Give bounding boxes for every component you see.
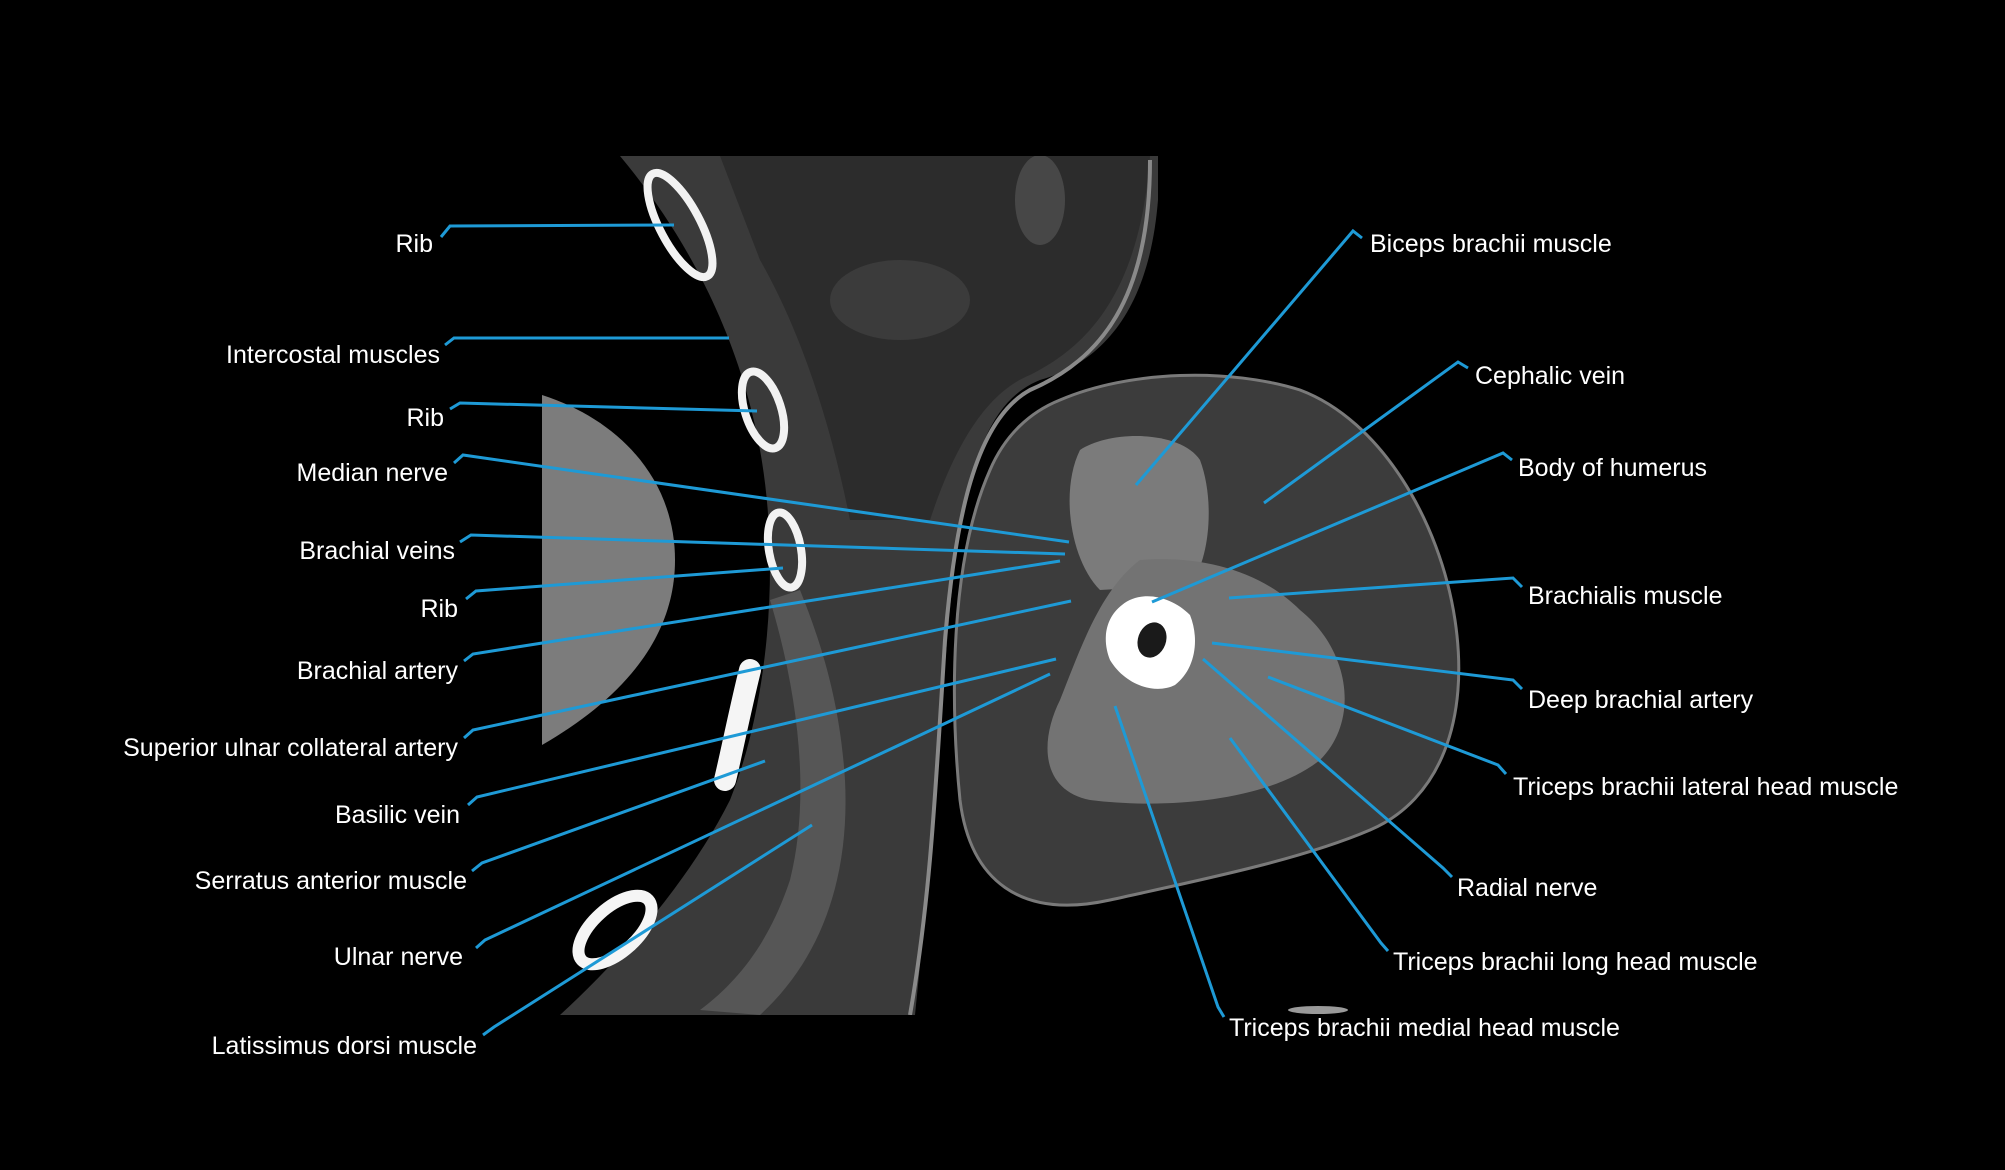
label-rib: Rib: [420, 595, 458, 623]
label-biceps-brachii-muscle: Biceps brachii muscle: [1370, 230, 1612, 258]
leader-line-ulnar-nerve: [475, 672, 1051, 950]
label-brachial-artery: Brachial artery: [296, 657, 458, 685]
leader-line-brachial-artery: [463, 559, 1061, 663]
leader-line-cephalic-vein: [1263, 360, 1469, 505]
leader-line-rib: [449, 401, 758, 413]
leader-line-radial-nerve: [1202, 657, 1454, 879]
leader-line-triceps-brachii-medial-head-muscle: [1113, 705, 1226, 1018]
label-triceps-brachii-lateral-head-muscle: Triceps brachii lateral head muscle: [1513, 773, 1899, 801]
leader-line-triceps-brachii-long-head-muscle: [1228, 737, 1390, 952]
label-median-nerve: Median nerve: [296, 459, 448, 487]
label-ulnar-nerve: Ulnar nerve: [333, 943, 463, 971]
leader-line-triceps-brachii-lateral-head-muscle: [1267, 675, 1508, 775]
leader-line-brachialis-muscle: [1228, 576, 1524, 600]
leader-line-serratus-anterior-muscle: [471, 759, 766, 873]
leader-line-intercostal-muscles: [444, 336, 729, 347]
label-rib: Rib: [395, 230, 433, 258]
leader-line-deep-brachial-artery: [1211, 641, 1524, 691]
label-body-of-humerus: Body of humerus: [1518, 454, 1707, 482]
label-intercostal-muscles: Intercostal muscles: [226, 341, 440, 369]
chest-wall-region: [542, 156, 1158, 1015]
leader-line-basilic-vein: [467, 657, 1057, 807]
leader-line-rib: [439, 223, 675, 238]
leader-line-superior-ulnar-collateral-artery: [463, 599, 1072, 740]
label-rib: Rib: [406, 404, 444, 432]
label-triceps-brachii-long-head-muscle: Triceps brachii long head muscle: [1393, 948, 1758, 976]
leader-line-latissimus-dorsi-muscle: [482, 823, 813, 1037]
leader-line-median-nerve: [453, 453, 1070, 544]
arm-cross-section: [952, 373, 1461, 907]
leader-line-rib: [465, 566, 784, 601]
label-cephalic-vein: Cephalic vein: [1475, 362, 1626, 390]
leader-line-biceps-brachii-muscle: [1134, 228, 1363, 486]
scan-artifact: [1288, 1006, 1348, 1014]
label-superior-ulnar-collateral-artery: Superior ulnar collateral artery: [123, 734, 458, 762]
label-serratus-anterior-muscle: Serratus anterior muscle: [194, 867, 467, 895]
label-deep-brachial-artery: Deep brachial artery: [1528, 686, 1754, 714]
label-triceps-brachii-medial-head-muscle: Triceps brachii medial head muscle: [1229, 1014, 1620, 1042]
leader-line-body-of-humerus: [1151, 451, 1513, 604]
label-basilic-vein: Basilic vein: [334, 801, 460, 829]
label-brachialis-muscle: Brachialis muscle: [1528, 582, 1723, 610]
leader-lines: [439, 223, 1524, 1037]
leader-line-brachial-veins: [459, 533, 1066, 556]
label-latissimus-dorsi-muscle: Latissimus dorsi muscle: [211, 1032, 477, 1060]
label-radial-nerve: Radial nerve: [1457, 874, 1598, 902]
label-brachial-veins: Brachial veins: [299, 537, 455, 565]
